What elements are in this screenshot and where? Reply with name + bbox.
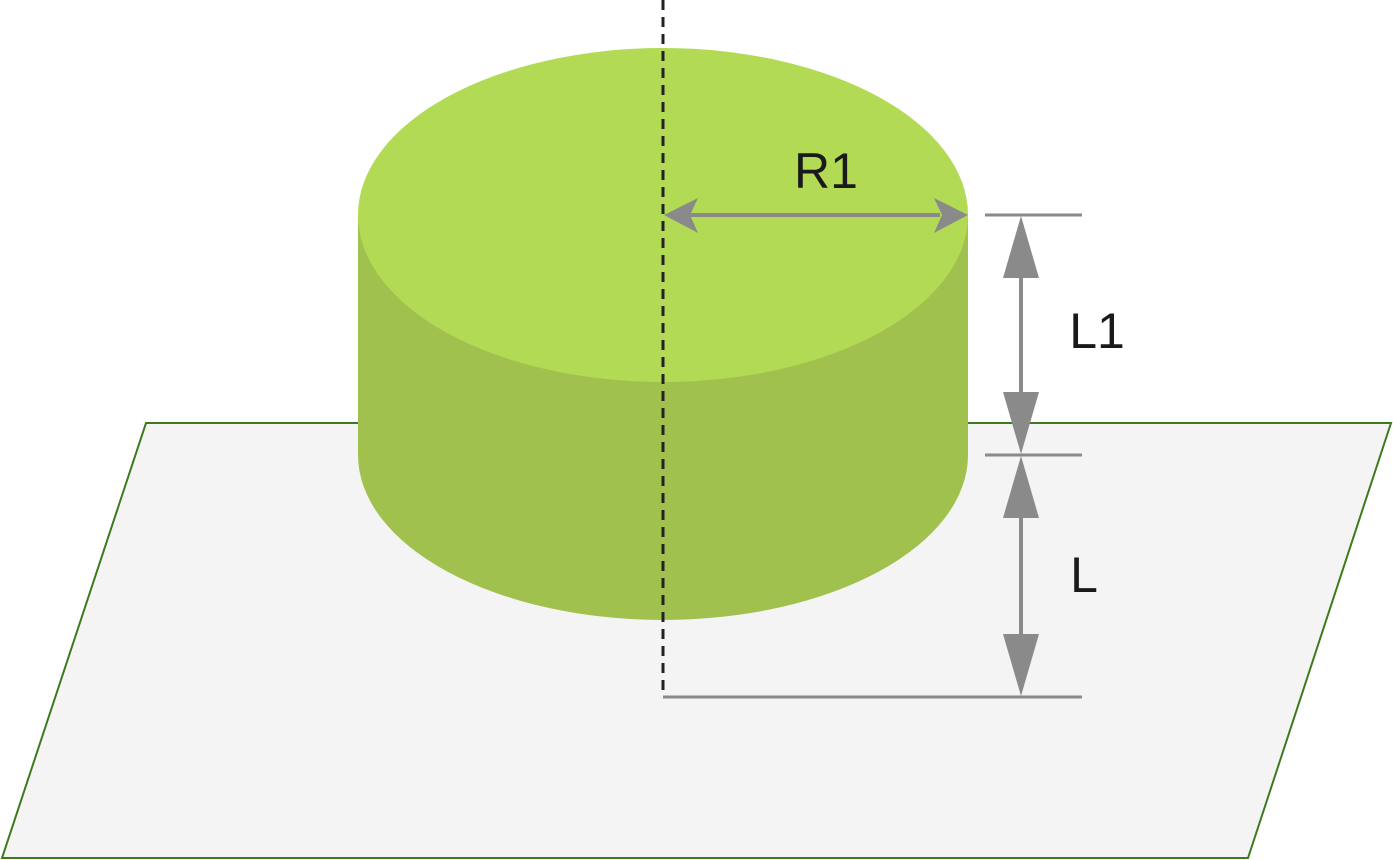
offset-height-arrowhead-top — [1003, 456, 1039, 518]
cylinder-height-label: L1 — [1069, 303, 1125, 359]
cylinder-top-face — [358, 48, 968, 382]
offset-height-arrowhead-bottom — [1003, 634, 1039, 696]
offset-height-dimension: L — [1003, 456, 1098, 696]
cylinder-height-dimension: L1 — [1003, 216, 1125, 454]
radius-arrowhead-left — [664, 198, 698, 233]
cylinder-height-arrowhead-bottom — [1003, 392, 1039, 454]
cylinder-height-arrowhead-top — [1003, 216, 1039, 278]
radius-dimension: R1 — [664, 143, 968, 233]
offset-height-label: L — [1070, 547, 1098, 603]
radius-label: R1 — [794, 143, 858, 199]
ground-plane — [0, 422, 1393, 859]
radius-arrowhead-right — [934, 198, 968, 233]
